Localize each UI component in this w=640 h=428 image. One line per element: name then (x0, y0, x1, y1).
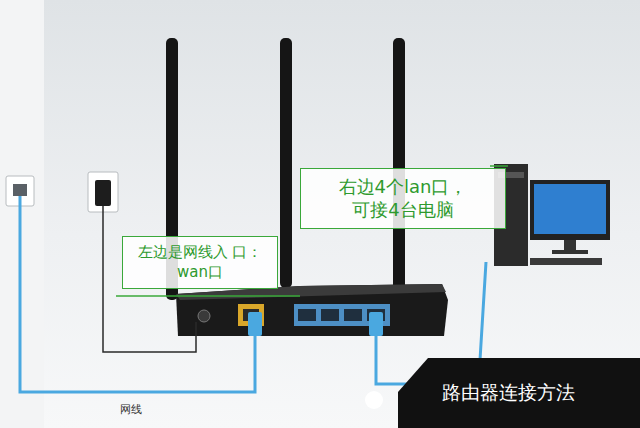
wall (0, 0, 44, 428)
callout-box: 右边4个lan口， 可接4台电脑 (300, 168, 506, 229)
antenna (280, 38, 292, 288)
power-jack (198, 310, 210, 322)
lan-port (321, 309, 339, 321)
monitor-base (552, 250, 588, 254)
lan-port (344, 309, 362, 321)
router-body (176, 284, 448, 336)
rj45-plug (369, 312, 383, 336)
banner-dot (365, 391, 383, 409)
caption: 路由器连接方法 (442, 380, 575, 406)
callout-text: 左边是网线入 口：wan口 (131, 243, 269, 282)
monitor (530, 180, 610, 240)
guide-line (116, 295, 300, 297)
rj45-plug (248, 312, 262, 336)
lan-port (298, 309, 316, 321)
callout-text: 右边4个lan口， 可接4台电脑 (309, 175, 497, 222)
guide-line (490, 165, 508, 167)
callout-box: 左边是网线入 口：wan口 (122, 236, 278, 289)
outlet-jack (13, 184, 27, 196)
network-cable (20, 196, 255, 392)
keyboard (530, 258, 602, 265)
caption-banner (398, 358, 640, 428)
monitor-screen (534, 184, 606, 234)
antenna (393, 38, 405, 290)
cable-label: 网线 (120, 402, 142, 417)
power-adapter (95, 180, 111, 206)
